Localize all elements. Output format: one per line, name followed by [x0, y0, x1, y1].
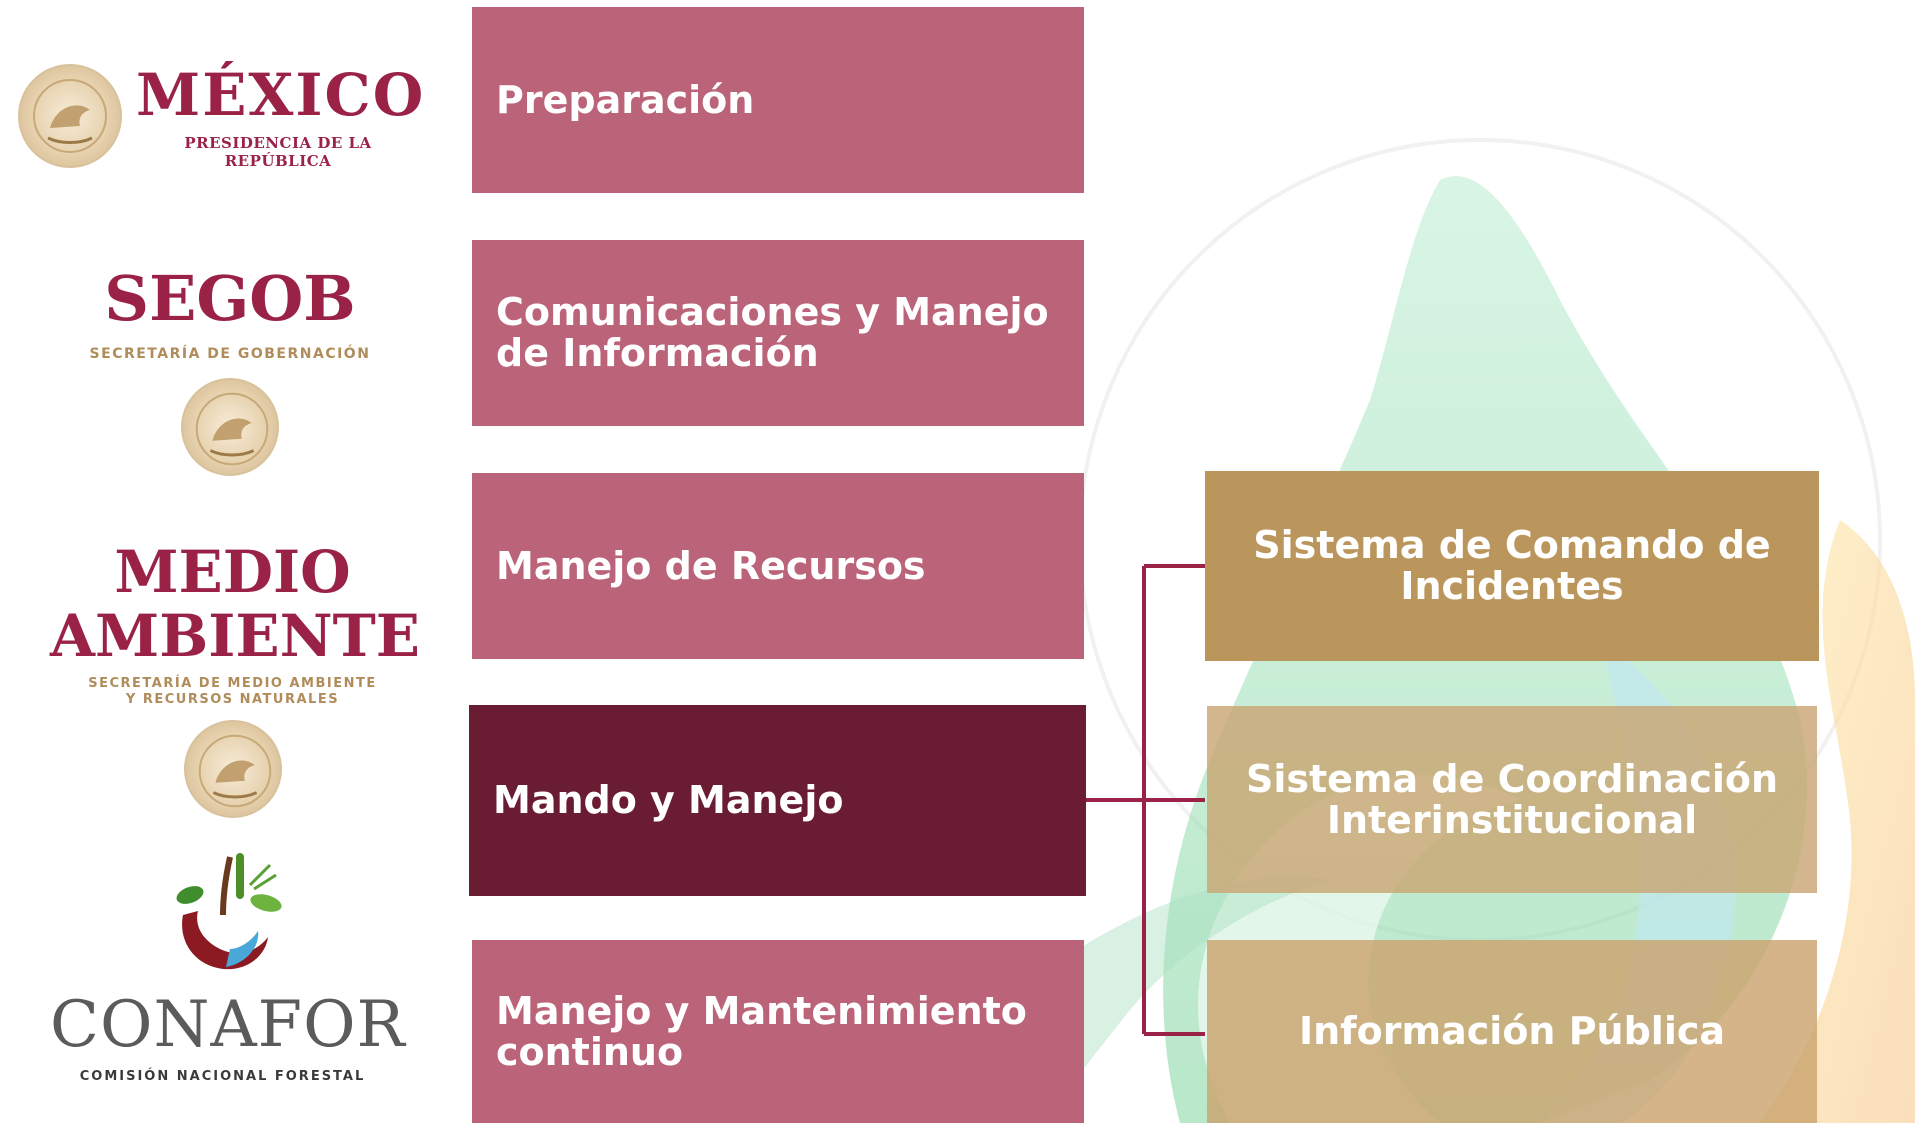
medio-ambiente-wordmark-line1: MEDIO [114, 538, 351, 606]
conafor-emblem-icon [176, 853, 282, 970]
step-label: Manejo y Mantenimiento continuo [496, 988, 1027, 1074]
mexico-wordmark: MÉXICO [136, 61, 426, 129]
mexico-subtitle: PRESIDENCIA DE LA REPÚBLICA [184, 134, 372, 170]
step-manejo-recursos: Manejo de Recursos [472, 473, 1084, 659]
sub-label: Información Pública [1298, 1009, 1726, 1053]
coat-of-arms-seal-icon [181, 378, 279, 476]
conafor-subtitle: COMISIÓN NACIONAL FORESTAL [79, 1069, 366, 1084]
step-label: Mando y Manejo [493, 778, 844, 822]
medio-ambiente-subtitle-line1: SECRETARÍA DE MEDIO AMBIENTE [88, 676, 377, 691]
medio-ambiente-wordmark-line2: AMBIENTE [50, 602, 420, 670]
sub-label: Sistema de Comando de Incidentes [1253, 523, 1771, 608]
coat-of-arms-seal-icon [183, 720, 282, 818]
step-mando-manejo: Mando y Manejo [469, 705, 1086, 896]
segob-subtitle: SECRETARÍA DE GOBERNACIÓN [89, 346, 371, 362]
step-label: Manejo de Recursos [496, 543, 926, 588]
segob-wordmark: SEGOB [104, 262, 356, 335]
step-label: Comunicaciones y Manejo de Información [496, 290, 1049, 375]
conafor-wordmark: CONAFOR [50, 988, 406, 1062]
sub-label: Sistema de Coordinación Interinstitucion… [1245, 756, 1779, 842]
medio-ambiente-subtitle-line2: Y RECURSOS NATURALES [125, 692, 340, 707]
conafor-logo: CONAFOR COMISIÓN NACIONAL FORESTAL [50, 845, 406, 1084]
step-comunicaciones: Comunicaciones y Manejo de Información [472, 240, 1084, 426]
sub-sistema-comando-incidentes: Sistema de Comando de Incidentes [1205, 471, 1819, 661]
medio-ambiente-logo: MEDIO AMBIENTE SECRETARÍA DE MEDIO AMBIE… [50, 538, 420, 818]
sub-sistema-coordinacion: Sistema de Coordinación Interinstitucion… [1207, 706, 1817, 893]
mexico-presidencia-logo: MÉXICO PRESIDENCIA DE LA REPÚBLICA [18, 62, 423, 172]
step-mantenimiento: Manejo y Mantenimiento continuo [472, 940, 1084, 1123]
step-preparacion: Preparación [472, 7, 1084, 193]
coat-of-arms-seal-icon [18, 64, 122, 168]
step-label: Preparación [496, 77, 755, 122]
sub-informacion-publica: Información Pública [1207, 940, 1817, 1123]
segob-logo: SEGOB SECRETARÍA DE GOBERNACIÓN [80, 268, 380, 476]
